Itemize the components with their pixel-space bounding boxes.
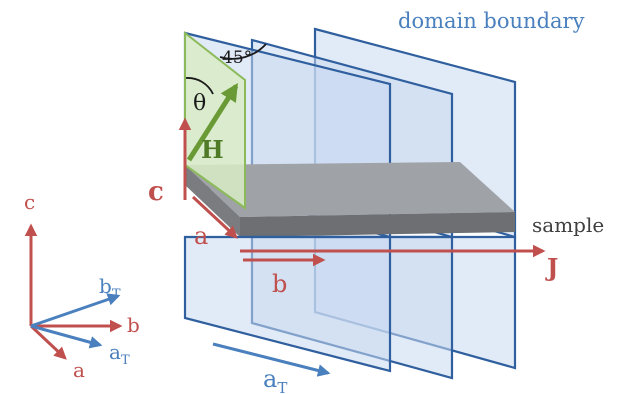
field-arrow <box>186 82 239 162</box>
domain-planes-front <box>183 235 517 380</box>
axes-a-arrow <box>29 324 67 360</box>
current-label: J <box>545 253 558 282</box>
axes-bT-label: bT <box>99 274 121 302</box>
axes-legend: c b a bT aT <box>24 190 140 382</box>
axes-b-label: b <box>127 313 140 337</box>
field-label: H <box>201 135 224 164</box>
axes-aT-label: aT <box>109 340 130 368</box>
plate-a-axis-arrow <box>191 195 238 239</box>
domain-plane-1-front <box>183 235 392 373</box>
plate-c-label: c <box>148 177 164 207</box>
plate-b-label: b <box>272 270 287 298</box>
angle-45-label: 45° <box>222 48 252 68</box>
sample-slab <box>185 162 515 237</box>
plate-a-label: a <box>194 222 208 250</box>
angle-45-arc <box>219 43 267 60</box>
sample-top-face <box>185 162 515 217</box>
domain-boundary-label: domain boundary <box>398 9 585 33</box>
sample-front-face <box>240 212 515 237</box>
axes-a-label: a <box>73 358 85 382</box>
plate-aT-label: aT <box>263 365 287 394</box>
axes-c-label: c <box>24 190 35 214</box>
axes-bT-arrow <box>30 293 121 328</box>
theta-arc <box>185 77 214 95</box>
sample-left-face <box>185 165 240 237</box>
theta-label: θ <box>193 91 206 116</box>
plate-aT-axis-arrow <box>212 342 331 377</box>
axes-aT-arrow <box>30 324 103 349</box>
sample-label: sample <box>532 213 604 237</box>
